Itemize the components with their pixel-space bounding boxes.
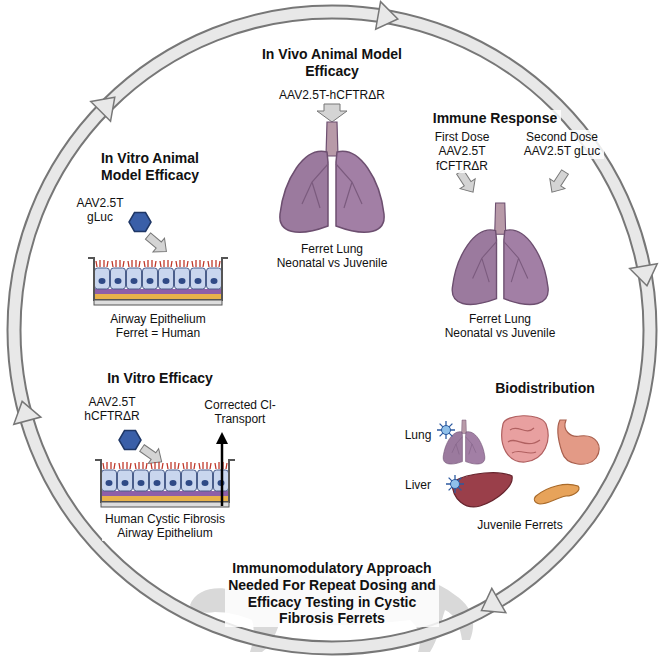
transport-arrowhead bbox=[216, 432, 228, 444]
panel-heading: Biodistribution bbox=[492, 380, 598, 397]
epithelium-culture bbox=[95, 460, 235, 507]
sample-label: Ferret Lung Neonatal vs Juvenile bbox=[443, 312, 558, 341]
vector-label: AAV2.5T-hCFTRΔR bbox=[276, 88, 388, 102]
dose-label: First Dose AAV2.5T fCFTRΔR bbox=[432, 130, 493, 173]
cycle-arrowhead bbox=[9, 398, 41, 425]
signal-burst bbox=[437, 421, 455, 439]
block-arrow bbox=[317, 104, 347, 122]
lung-illustration bbox=[280, 122, 384, 232]
cycle-arrowhead bbox=[91, 87, 125, 121]
signal-burst bbox=[446, 475, 464, 493]
intestine-organ bbox=[502, 416, 548, 462]
sample-label: Airway Epithelium Ferret = Human bbox=[107, 312, 209, 341]
vector-hexagon bbox=[119, 431, 141, 450]
cycle-arrowhead bbox=[376, 2, 401, 33]
transport-arrow bbox=[221, 442, 224, 506]
sample-label: Juvenile Ferrets bbox=[474, 518, 566, 532]
block-arrow bbox=[544, 167, 572, 197]
panel-heading: In Vitro Animal Model Efficacy bbox=[98, 150, 203, 184]
cycle-arrowhead bbox=[474, 588, 505, 622]
vector-hexagon bbox=[129, 213, 151, 232]
cycle-arrowhead bbox=[630, 264, 661, 289]
panel-heading: Immune Response bbox=[430, 110, 561, 127]
conclusion-text: Immunomodulatory Approach Needed For Rep… bbox=[225, 560, 439, 627]
organ-label: Liver bbox=[402, 478, 435, 492]
sample-label: Ferret Lung Neonatal vs Juvenile bbox=[275, 242, 390, 271]
block-arrow bbox=[142, 229, 172, 258]
vector-label: AAV2.5T hCFTRΔR bbox=[81, 395, 143, 424]
stomach-organ bbox=[558, 420, 599, 464]
epithelium-culture bbox=[88, 258, 228, 305]
organ-label: Lung bbox=[402, 428, 435, 442]
pancreas-organ bbox=[534, 484, 579, 504]
panel-heading: In Vivo Animal Model Efficacy bbox=[259, 46, 406, 80]
result-label: Corrected Cl- Transport bbox=[201, 398, 279, 427]
dose-label: Second Dose AAV2.5T gLuc bbox=[521, 130, 604, 159]
sample-label: Human Cystic Fibrosis Airway Epithelium bbox=[102, 512, 229, 541]
vector-label: AAV2.5T gLuc bbox=[73, 196, 127, 225]
panel-heading: In Vitro Efficacy bbox=[104, 370, 216, 387]
cycle-ring bbox=[14, 12, 650, 648]
lung-illustration bbox=[452, 203, 548, 304]
